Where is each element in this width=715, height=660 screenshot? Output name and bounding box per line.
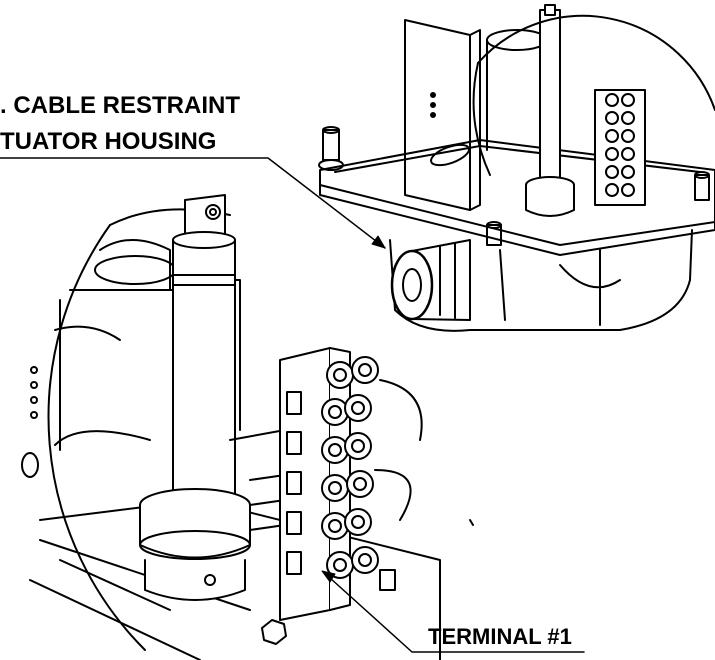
detail-circle [47, 224, 146, 651]
terminal-leader [321, 570, 585, 653]
overview-terminal-strip [594, 89, 646, 206]
magnifier-circle-small [477, 14, 715, 111]
detail-shaft [172, 194, 236, 516]
plate-screw-right [694, 171, 710, 201]
cable-restraint-leader [0, 157, 386, 249]
cable-restraint-callout-line1: . CABLE RESTRAINT [0, 92, 240, 119]
detail-hex-nut [139, 488, 251, 601]
plate-screw-left [318, 126, 344, 171]
detail-actuator [21, 194, 474, 660]
detail-terminal-strip [279, 347, 379, 621]
cable-gland [390, 239, 471, 321]
plate-screw-front [486, 221, 502, 246]
overview-actuator [318, 4, 715, 332]
terminal-callout: TERMINAL #1 [428, 624, 572, 649]
cable-restraint-callout-line2: TUATOR HOUSING [0, 128, 217, 155]
